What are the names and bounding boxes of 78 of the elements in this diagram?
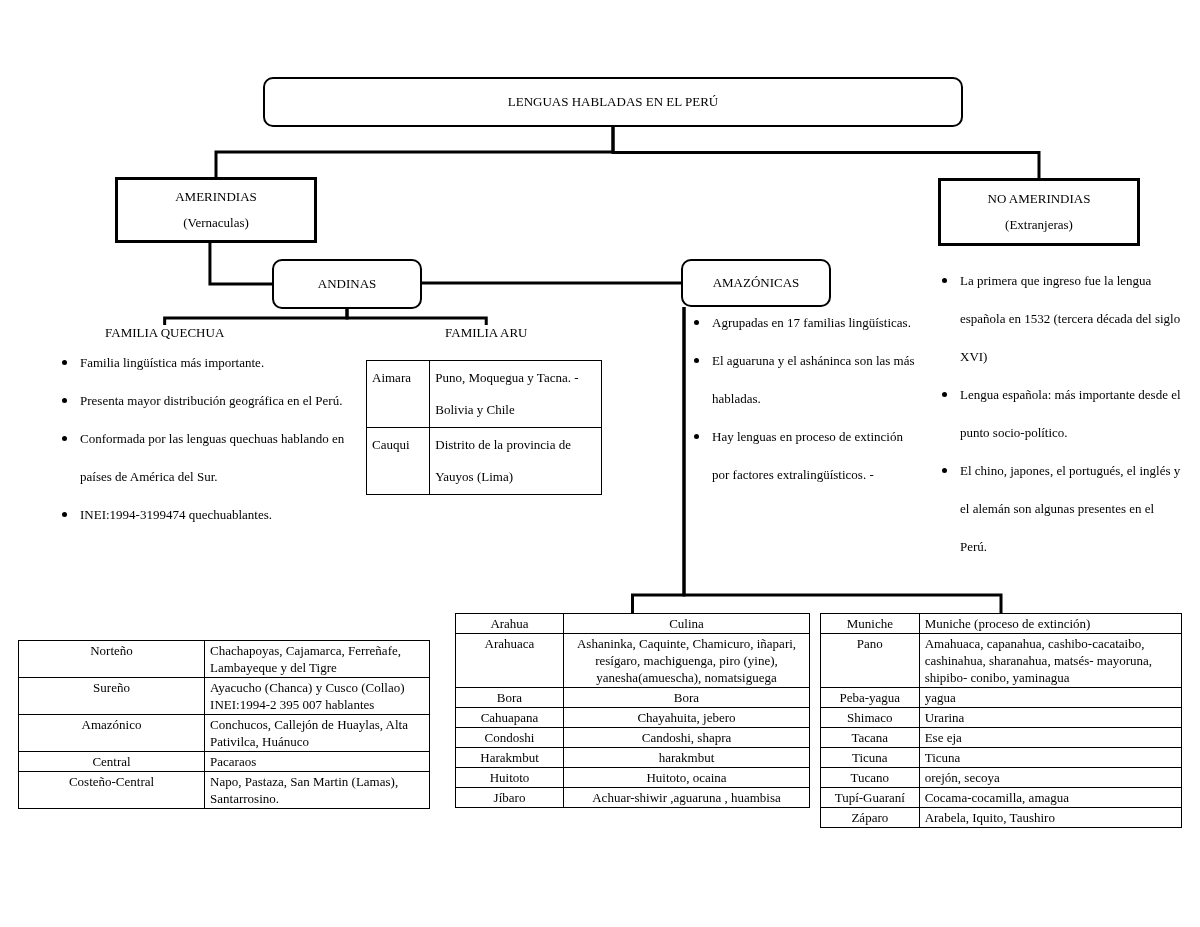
table-cell: Ticuna (919, 747, 1182, 768)
table-cell: yagua (919, 687, 1182, 708)
box-text: AMERINDIAS (174, 189, 258, 205)
table-cell: Candoshi, shapra (563, 727, 810, 748)
box-text: ANDINAS (316, 276, 378, 292)
table-cell: Cahuapana (455, 707, 564, 728)
title-box (263, 77, 963, 127)
table-cell: Ticuna (820, 747, 920, 768)
table-cell: Costeño-Central (18, 771, 205, 809)
table-cell: Huitoto, ocaina (563, 767, 810, 788)
table-cell: Chachapoyas, Cajamarca, Ferreñafe, Lambayeque y del Tigre (204, 640, 430, 678)
connector-line (345, 309, 488, 325)
table-cell: Tucano (820, 767, 920, 788)
table-cell: Tupí-Guaraní (820, 787, 920, 808)
table-cell: Huitoto (455, 767, 564, 788)
category-box (115, 177, 317, 243)
table-cell: Shimaco (820, 707, 920, 728)
table-cell: Norteño (18, 640, 205, 678)
section-heading: FAMILIA ARU (445, 325, 528, 341)
table-cell: Jíbaro (455, 787, 564, 808)
connector-line (208, 243, 272, 286)
box-text: AMAZÓNICAS (711, 275, 801, 291)
table-cell: Achuar-shiwir ,aguaruna , huambisa (563, 787, 810, 808)
language-table (820, 613, 1182, 828)
table-cell: Aimara (366, 360, 430, 428)
bullet-text: Agrupadas en 17 familias lingüísticas. (712, 315, 911, 330)
box-text: (Extranjeras) (1004, 217, 1074, 233)
table-cell: Bora (455, 687, 564, 708)
table-cell: Distrito de la provincia de Yauyos (Lima) (429, 427, 602, 495)
group-box (681, 259, 831, 307)
table-cell: Condoshi (455, 727, 564, 748)
table-cell: Ashaninka, Caquinte, Chamicuro, iñapari, resígaro, machiguenga, piro (yine), yanesha(amuescha), nomatsiguega (563, 633, 810, 688)
table-cell: Harakmbut (455, 747, 564, 768)
table-cell: Ese eja (919, 727, 1182, 748)
table-cell: Arabela, Iquito, Taushiro (919, 807, 1182, 828)
table-cell: Záparo (820, 807, 920, 828)
table-cell: Ayacucho (Chanca) y Cusco (Collao) INEI:1994-2 395 007 hablantes (204, 677, 430, 715)
table-cell: Pacaraos (204, 751, 430, 772)
table-cell: Peba-yagua (820, 687, 920, 708)
table-cell: harakmbut (563, 747, 810, 768)
table-cell: Muniche (proceso de extinción) (919, 613, 1182, 634)
language-table (455, 613, 810, 808)
bullet-text: Presenta mayor distribución geográfica en el Perú. (80, 393, 343, 408)
table-cell: Amazónico (18, 714, 205, 752)
box-text: NO AMERINDIAS (986, 191, 1092, 207)
bullet-text: Conformada por las lenguas quechuas hablando en países de América del Sur. (80, 431, 345, 484)
bullet-text: La primera que ingreso fue la lengua española en 1532 (tercera década del siglo XVI) (960, 273, 1181, 364)
table-cell: Chayahuita, jebero (563, 707, 810, 728)
table-cell: Pano (820, 633, 920, 688)
bullet-text: INEI:1994-3199474 quechuablantes. (80, 507, 273, 522)
table-cell: Arahuaca (455, 633, 564, 688)
table-cell: orejón, secoya (919, 767, 1182, 788)
table-cell: Cocama-cocamilla, amagua (919, 787, 1182, 808)
table-cell: Muniche (820, 613, 920, 634)
group-box (272, 259, 422, 309)
bullet-text: El aguaruna y el asháninca son las más habladas. (712, 353, 915, 406)
bullet-text: Lengua española: más importante desde el punto socio-político. (960, 387, 1181, 440)
table-cell: Central (18, 751, 205, 772)
table-cell: Culina (563, 613, 810, 634)
table-cell: Conchucos, Callejón de Huaylas, Alta Pativilca, Huánuco (204, 714, 430, 752)
category-box (938, 178, 1140, 246)
table-cell: Puno, Moquegua y Tacna. -Bolivia y Chile (429, 360, 602, 428)
box-text: LENGUAS HABLADAS EN EL PERÚ (506, 94, 720, 110)
table-cell: Sureño (18, 677, 205, 715)
box-text: (Vernaculas) (182, 215, 250, 231)
table-cell: Arahua (455, 613, 564, 634)
section-heading: FAMILIA QUECHUA (105, 325, 225, 341)
table-cell: Urarina (919, 707, 1182, 728)
bullet-text: Familia lingüística más importante. (80, 355, 265, 370)
table-cell: Bora (563, 687, 810, 708)
bullet-text: El chino, japones, el portugués, el inglés y el alemán son algunas presentes en el Perú. (960, 463, 1181, 554)
connector-line (611, 127, 1041, 178)
bullet-text: Hay lenguas en proceso de extinción por factores extralingüísticos. - (712, 429, 903, 482)
connector-line (682, 307, 1003, 613)
table-cell: Napo, Pastaza, San Martin (Lamas), Santarrosino. (204, 771, 430, 809)
table-cell: Cauqui (366, 427, 430, 495)
connector-line (422, 281, 681, 285)
table-cell: Tacana (820, 727, 920, 748)
